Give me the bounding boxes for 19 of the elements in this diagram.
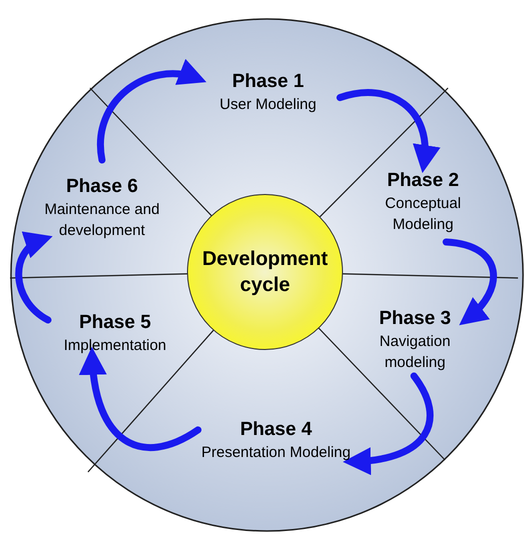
phase-description: Conceptual Modeling — [384, 194, 462, 235]
center-label: Development cycle — [201, 247, 329, 298]
phase-description: Navigation modeling — [378, 332, 452, 373]
phase-title: Phase 1 — [232, 70, 304, 94]
phase-description: Presentation Modeling — [201, 442, 351, 462]
cycle-arrow — [96, 60, 207, 164]
cycle-arrow — [336, 89, 440, 174]
phase-description: Implementation — [64, 336, 166, 356]
phase-title: Phase 5 — [79, 310, 151, 334]
cycle-arrow — [80, 346, 202, 451]
phase-description: Maintenance and development — [43, 200, 161, 241]
phase-description: User Modeling — [220, 94, 316, 114]
cycle-arrow — [342, 372, 434, 474]
phase-title: Phase 3 — [379, 307, 451, 331]
phase-title: Phase 4 — [240, 418, 312, 442]
phase-title: Phase 6 — [66, 175, 138, 199]
cycle-arrow — [442, 238, 497, 326]
phase-title: Phase 2 — [387, 169, 459, 193]
cycle-arrow — [15, 234, 52, 324]
